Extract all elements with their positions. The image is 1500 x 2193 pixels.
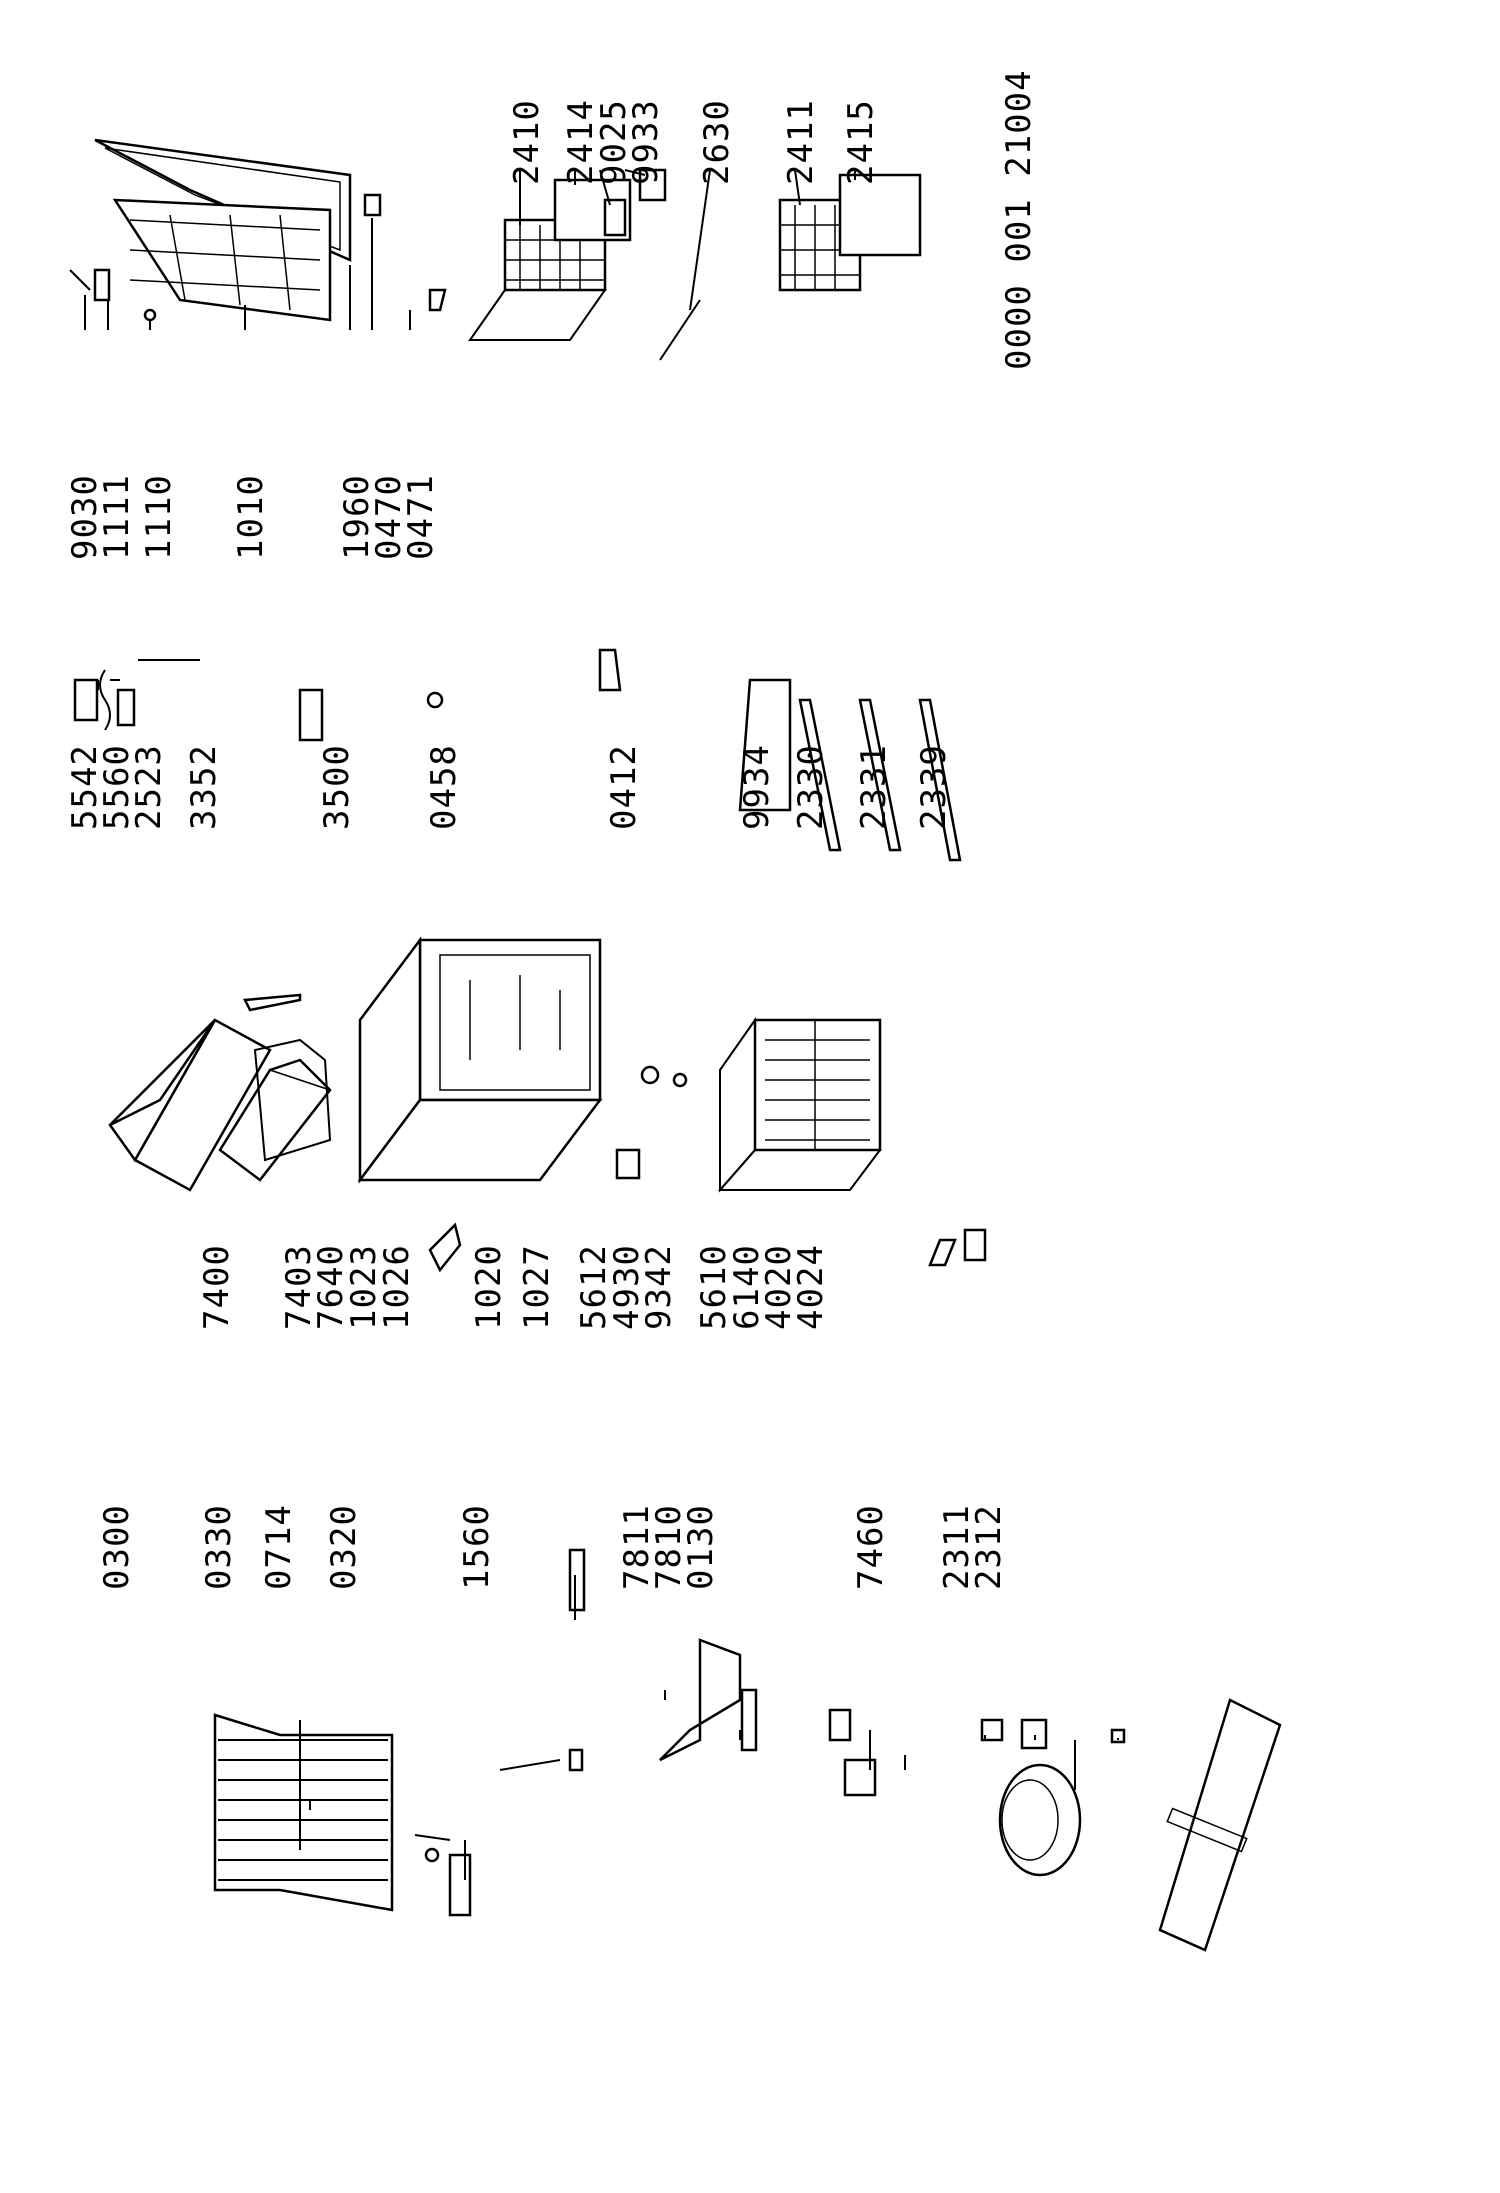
part-7400-condenser [213, 1713, 394, 1912]
part-1010-door [112, 198, 332, 322]
part-9030-strip [69, 269, 91, 291]
part-7810-knob [640, 1065, 660, 1085]
part-2311-label [928, 1238, 957, 1267]
part-7403-cap [424, 1847, 440, 1863]
drawing-reference: 0000 001 21004 [999, 69, 1039, 370]
label-0458: 0458 [424, 744, 464, 830]
label-1026: 1026 [377, 1244, 417, 1330]
part-9933-label [638, 168, 667, 202]
part-1020-tray [659, 1638, 742, 1762]
label-0300: 0300 [97, 1504, 137, 1590]
label-7640: 7640 [311, 1244, 351, 1330]
part-5560-spring [99, 669, 111, 731]
labels-left-column: 7400 7403 7640 1023 1026 1020 1027 5612 … [197, 1244, 831, 1330]
label-1560: 1560 [457, 1504, 497, 1590]
part-0470-hinge [363, 193, 382, 217]
part-2415-divider [838, 173, 922, 257]
label-9933: 9933 [626, 99, 666, 185]
labels-middle-column: 0300 0330 0714 0320 1560 7811 7810 0130 … [65, 744, 1009, 1590]
part-7460-evaporator [717, 1016, 882, 1193]
label-9342: 9342 [639, 1244, 679, 1330]
label-9025: 9025 [594, 99, 634, 185]
label-7403: 7403 [279, 1244, 319, 1330]
label-0714: 0714 [259, 1504, 299, 1590]
part-1026-clip [568, 1548, 586, 1612]
part-1027-hinge [740, 1688, 758, 1752]
label-2411: 2411 [781, 99, 821, 185]
part-1560-ice-tray [428, 1222, 462, 1273]
label-4930: 4930 [607, 1244, 647, 1330]
label-0320: 0320 [324, 1504, 364, 1590]
part-4024-grommet [1110, 1728, 1126, 1744]
label-5612: 5612 [574, 1244, 614, 1330]
part-7811-light [615, 1148, 641, 1180]
part-2330-rail [798, 698, 842, 852]
label-0470: 0470 [369, 474, 409, 560]
label-1027: 1027 [517, 1244, 557, 1330]
part-2312-handle [963, 1228, 987, 1262]
label-1010: 1010 [231, 474, 271, 560]
label-1110: 1110 [139, 474, 179, 560]
label-6140: 6140 [727, 1244, 767, 1330]
label-7460: 7460 [851, 1504, 891, 1590]
part-9025-clip [603, 198, 627, 237]
label-7811: 7811 [617, 1504, 657, 1590]
label-9934: 9934 [737, 744, 777, 830]
part-2331-rail [858, 698, 902, 852]
part-0320-frame [253, 1038, 332, 1162]
label-9030: 9030 [65, 474, 105, 560]
part-1023-clip [568, 1748, 584, 1772]
part-2523-lamp [116, 688, 136, 727]
label-2630: 2630 [697, 99, 737, 185]
label-7400: 7400 [197, 1244, 237, 1330]
part-6140-cap [1020, 1718, 1048, 1750]
label-3500: 3500 [317, 744, 357, 830]
part-4020-compressor [998, 1763, 1082, 1877]
label-2523: 2523 [129, 744, 169, 830]
label-0330: 0330 [199, 1504, 239, 1590]
label-1023: 1023 [344, 1244, 384, 1330]
label-5610: 5610 [694, 1244, 734, 1330]
label-1960: 1960 [337, 474, 377, 560]
part-2630-strip [659, 299, 701, 361]
label-2414: 2414 [561, 99, 601, 185]
part-5542-cover [73, 678, 99, 722]
label-2312: 2312 [969, 1504, 1009, 1590]
label-5542: 5542 [65, 744, 105, 830]
label-0130: 0130 [681, 1504, 721, 1590]
part-1110-pin [143, 308, 157, 322]
label-4024: 4024 [791, 1244, 831, 1330]
label-2410: 2410 [507, 99, 547, 185]
part-1111-handle [93, 268, 111, 302]
part-0330-lid-inner [218, 1058, 332, 1182]
label-0412: 0412 [604, 744, 644, 830]
label-1111: 1111 [97, 474, 137, 560]
part-2339-rail [918, 698, 962, 862]
part-baseplate [1158, 1698, 1282, 1952]
label-0471: 0471 [401, 474, 441, 560]
label-2415: 2415 [841, 99, 881, 185]
part-7640-drier [448, 1853, 472, 1917]
label-3352: 3352 [184, 744, 224, 830]
part-9934-grid [738, 678, 792, 812]
part-0412-bracket [598, 648, 622, 692]
label-4020: 4020 [759, 1244, 799, 1330]
label-2339: 2339 [914, 744, 954, 830]
label-2330: 2330 [791, 744, 831, 830]
part-0130-foot [672, 1072, 688, 1088]
label-5560: 5560 [97, 744, 137, 830]
label-1020: 1020 [469, 1244, 509, 1330]
part-0471-hinge [428, 288, 447, 312]
part-5610-thermostat [980, 1718, 1004, 1742]
part-3500-bar [298, 688, 324, 742]
label-2311: 2311 [937, 1504, 977, 1590]
part-0714-rail [243, 993, 302, 1012]
part-5612-box [828, 1708, 852, 1742]
part-cabinet-body [357, 936, 603, 1184]
part-0458-screw [426, 691, 444, 709]
labels-right-column: 9030 1111 1110 1010 1960 0470 0471 2410 … [65, 99, 881, 560]
label-7810: 7810 [649, 1504, 689, 1590]
label-2331: 2331 [854, 744, 894, 830]
